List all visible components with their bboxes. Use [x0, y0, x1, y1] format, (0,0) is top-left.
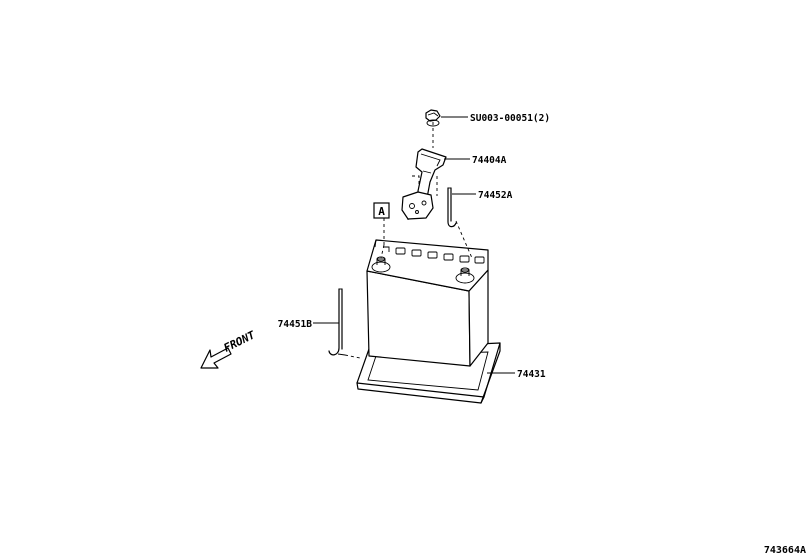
battery-clamp: [401, 148, 447, 220]
part-label-bolt-74451b: 74451B: [278, 319, 313, 330]
part-label-tray: 74431: [517, 369, 546, 380]
part-label-nut: SU003-00051(2): [470, 113, 550, 124]
hook-bolt-74451b: [328, 288, 346, 356]
front-label: FRONT: [222, 328, 258, 354]
leader-lines: [313, 116, 515, 374]
battery: [366, 239, 489, 367]
front-direction-arrow: FRONT: [200, 328, 258, 369]
part-label-clamp: 74404A: [472, 155, 507, 166]
hook-bolt-74452a: [447, 187, 457, 228]
nut: [425, 109, 441, 127]
figure-code: 743664A: [764, 545, 806, 556]
part-label-bolt-74452a: 74452A: [478, 190, 513, 201]
reference-box-letter: A: [378, 205, 385, 218]
reference-box: A: [373, 202, 390, 219]
